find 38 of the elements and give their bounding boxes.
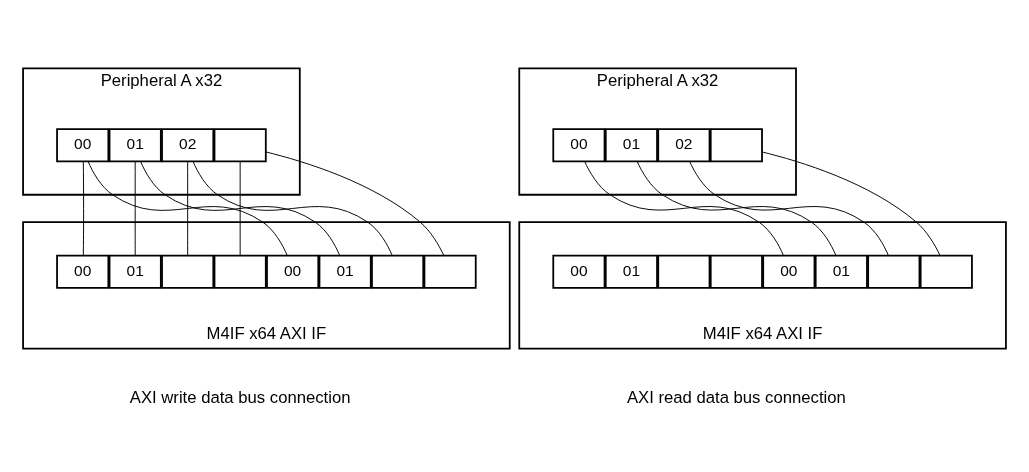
connector (761, 151, 941, 256)
node-box: 01 (318, 254, 372, 289)
connector (584, 160, 784, 256)
node-box: 02 (657, 127, 711, 162)
connector (636, 160, 837, 256)
node-box (657, 254, 711, 289)
node-box (709, 254, 763, 289)
node-box: 00 (762, 254, 816, 289)
node-box (161, 254, 215, 289)
node-box: 00 (56, 127, 110, 162)
connector (87, 160, 288, 256)
connector (265, 151, 445, 256)
node-box (423, 254, 477, 289)
node-box (867, 254, 921, 289)
node-box (371, 254, 425, 289)
connector (134, 160, 136, 256)
node-box: 00 (552, 254, 606, 289)
node-box (213, 127, 267, 162)
node-box: 00 (552, 127, 606, 162)
node-box: 00 (266, 254, 320, 289)
node-box (709, 127, 763, 162)
node-box: 01 (604, 127, 658, 162)
connector (140, 160, 341, 256)
node-box: 00 (56, 254, 110, 289)
connector (689, 160, 889, 256)
node-box: 01 (814, 254, 868, 289)
node-box: 01 (604, 254, 658, 289)
label: AXI read data bus connection (626, 387, 846, 407)
node-box: 02 (161, 127, 215, 162)
label: AXI write data bus connection (129, 387, 351, 407)
node-box (919, 254, 973, 289)
connector (239, 160, 241, 256)
connector (187, 160, 189, 256)
node-box: 01 (108, 127, 162, 162)
connector (192, 160, 393, 256)
connector (82, 160, 85, 256)
node-box: 01 (108, 254, 162, 289)
node-box (213, 254, 267, 289)
